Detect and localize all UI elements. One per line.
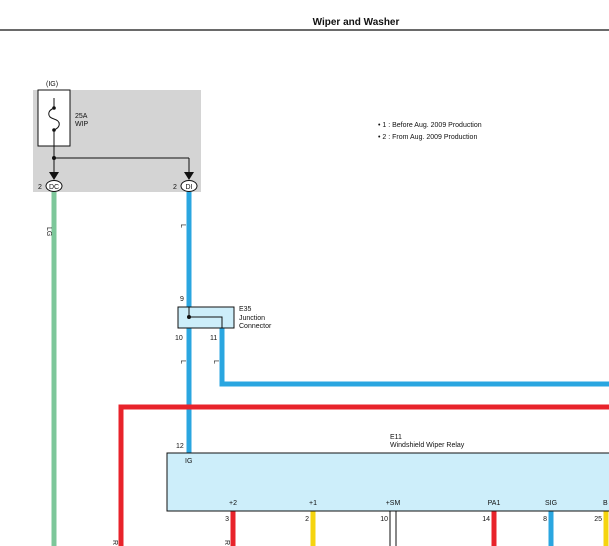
relay-pin-name: +2 [229, 500, 237, 507]
wire-label-l: L [179, 360, 186, 364]
relay-pin-number: 10 [380, 516, 388, 523]
pin-di-oval [180, 180, 198, 192]
fuse-block: (IG) 25A WIP DC 2 DI 2 [33, 81, 201, 192]
arrow-down-icon [184, 172, 194, 180]
junction-pin-bottom-right: 11 [210, 335, 217, 342]
pin-dc-oval [45, 180, 63, 192]
pin-dc-name: DC [49, 184, 59, 191]
relay-pin-name: B [603, 500, 608, 507]
junction-connector-e35: 9 10 11 E35 Junction Connector [175, 296, 272, 342]
junction-pin-top: 9 [180, 296, 184, 303]
fuse-terminal-dot [52, 128, 56, 132]
pin-dc-number: 2 [38, 184, 42, 191]
junction-name-line2: Connector [239, 323, 272, 330]
relay-pin-number: 3 [225, 516, 229, 523]
relay-pin-name: SIG [545, 500, 557, 507]
relay-pin-name: PA1 [488, 500, 501, 507]
fuse-rating: 25A [75, 113, 88, 120]
relay-pin-name: +SM [386, 500, 401, 507]
relay-input-pin-number: 12 [176, 443, 184, 450]
junction-name-line1: Junction [239, 315, 265, 322]
pin-di-name: DI [186, 184, 193, 191]
junction-pin-bottom-left: 10 [175, 335, 183, 342]
splice-dot [187, 315, 191, 319]
wire-label-l: L [212, 360, 219, 364]
relay-name: Windshield Wiper Relay [390, 442, 465, 449]
relay-id: E11 [390, 434, 402, 441]
fuse-supply-label: (IG) [46, 81, 58, 88]
splice-dot [52, 156, 56, 160]
wire-label-r: R [111, 540, 118, 545]
note-2: • 2 : From Aug. 2009 Production [378, 134, 477, 141]
relay-pin-number: 2 [305, 516, 309, 523]
windshield-wiper-relay-e11: E11 Windshield Wiper Relay 12 IG +2 +1 +… [166, 434, 609, 523]
relay-input-pin-name: IG [185, 458, 192, 465]
fuse-element-icon [48, 98, 60, 146]
junction-id: E35 [239, 306, 252, 313]
wire-label-r: R [223, 540, 230, 545]
wire-label-l: L [179, 224, 186, 228]
fuse-terminal-dot [52, 106, 56, 110]
fuse-name: WIP [75, 121, 89, 128]
pin-di-number: 2 [173, 184, 177, 191]
wire-l-branch [219, 328, 609, 387]
relay-pin-number: 14 [482, 516, 490, 523]
relay-pin-name: +1 [309, 500, 317, 507]
note-1: • 1 : Before Aug. 2009 Production [378, 122, 482, 129]
relay-pin-number: 8 [543, 516, 547, 523]
relay-pin-number: 25 [594, 516, 602, 523]
wire-label-lg: LG [45, 227, 52, 236]
relay-box [166, 452, 609, 512]
wire-r-main [118, 404, 609, 546]
wires [51, 192, 609, 546]
arrow-down-icon [49, 172, 59, 180]
page-title: Wiper and Washer [313, 17, 400, 28]
